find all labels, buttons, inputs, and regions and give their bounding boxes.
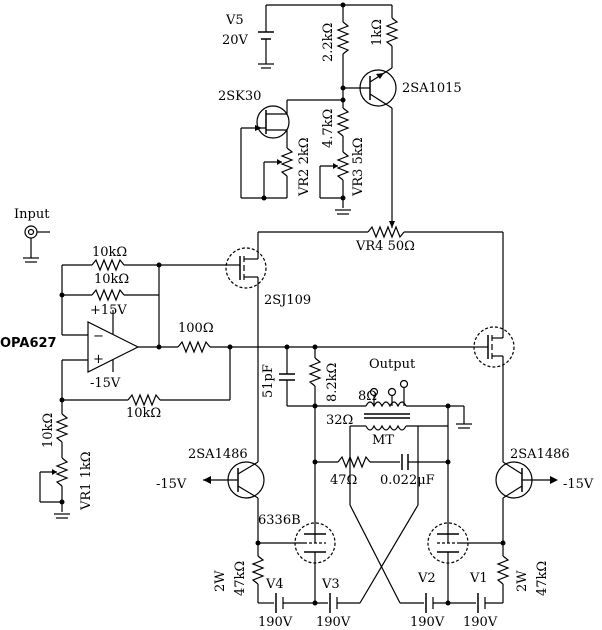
r-1k-label: 1kΩ	[370, 19, 385, 46]
q-2sk30-label: 2SK30	[218, 89, 261, 104]
v3-label: V3	[321, 577, 340, 592]
vr2-label: VR2 2kΩ	[297, 137, 312, 197]
tap-8-label: 8Ω	[358, 389, 377, 404]
resistor-47k-right	[496, 543, 510, 603]
minus15-left-label: -15V	[156, 477, 187, 492]
v4-label: V4	[265, 577, 284, 592]
r-10k-bias-label: 10kΩ	[41, 413, 56, 448]
battery-v4	[275, 593, 284, 613]
input-label: Input	[14, 207, 50, 222]
vr3-label: VR3 5kΩ	[351, 137, 366, 197]
r-2-2k-label: 2.2kΩ	[321, 23, 336, 62]
resistor-10k-feedback-top	[62, 258, 226, 272]
r-100-label: 100Ω	[178, 321, 214, 336]
battery-v3	[329, 593, 338, 613]
resistor-47	[315, 455, 400, 469]
resistor-100	[177, 340, 472, 354]
v1-label: V1	[469, 571, 488, 586]
q-2sa1015-label: 2SA1015	[402, 81, 462, 96]
resistor-47k-left	[251, 543, 265, 603]
r-10k-fb-label: 10kΩ	[94, 272, 129, 287]
opamp-opa627: − +	[87, 310, 178, 373]
capacitor-0-022uf	[401, 454, 448, 470]
vr1-potentiometer	[39, 457, 70, 519]
r-47k-right-label: 47kΩ	[535, 561, 550, 596]
battery-v1	[477, 593, 486, 613]
transistor-2sa1486-right	[495, 461, 558, 543]
q-2sa1486-left-label: 2SA1486	[188, 447, 248, 462]
v2-voltage: 190V	[410, 615, 445, 630]
mt-label: MT	[372, 433, 394, 448]
v3-voltage: 190V	[316, 615, 351, 630]
resistor-8-2k	[308, 347, 322, 406]
v4-voltage: 190V	[258, 615, 293, 630]
vr1-label: VR1 1kΩ	[79, 451, 94, 511]
c-51pf-label: 51pF	[261, 364, 276, 398]
resistor-1k	[385, 5, 399, 68]
r-4-7k-label: 4.7kΩ	[321, 109, 336, 148]
tube-6336b-right	[427, 522, 503, 603]
r-2w-right-label: 2W	[515, 570, 530, 592]
svg-text:−: −	[93, 329, 104, 344]
capacitor-51pf	[279, 347, 295, 406]
c-0-022uf-label: 0.022μF	[380, 473, 435, 488]
resistor-10k-bias	[55, 400, 69, 458]
r-47k-left-label: 47kΩ	[233, 561, 248, 596]
plus15-label: +15V	[90, 303, 127, 318]
q-2sj109-label: 2SJ109	[264, 293, 311, 308]
svg-text:+: +	[93, 352, 104, 367]
fet-2sj109-left	[225, 232, 267, 462]
resistor-10k-feedback-2	[62, 265, 160, 302]
resistor-10k-feedback-bottom	[62, 347, 231, 407]
v2-label: V2	[417, 571, 436, 586]
output-transformer	[350, 379, 472, 431]
v5-label: V5	[225, 13, 244, 28]
vr4-potentiometer	[258, 221, 503, 239]
r-10k-top-label: 10kΩ	[92, 245, 127, 260]
resistor-2-2k	[336, 5, 350, 88]
ground-symbol	[335, 209, 351, 215]
minus15-right-label: -15V	[563, 477, 594, 492]
fet-2sk30	[240, 99, 343, 198]
input-jack[interactable]	[23, 225, 50, 263]
output-label: Output	[369, 357, 416, 372]
v1-voltage: 190V	[463, 615, 498, 630]
opamp-label: OPA627	[0, 336, 57, 351]
v5-battery	[258, 5, 274, 69]
transistor-2sa1015	[343, 67, 397, 228]
vr4-label: VR4 50Ω	[355, 239, 415, 254]
tube-6336b-left	[258, 522, 336, 603]
fet-2sj109-right	[472, 232, 515, 462]
minus15-opamp-label: -15V	[90, 376, 121, 391]
r-2w-left-label: 2W	[213, 570, 228, 592]
r-8-2k-label: 8.2kΩ	[325, 363, 340, 402]
tap-32-label: 32Ω	[326, 413, 353, 428]
q-2sa1486-right-label: 2SA1486	[510, 447, 570, 462]
r-47-label: 47Ω	[330, 473, 357, 488]
transistor-2sa1486-left	[203, 461, 265, 543]
battery-v2	[425, 593, 434, 613]
tube-label: 6336B	[258, 513, 301, 528]
vr2-potentiometer	[241, 147, 294, 199]
r-10k-bottom-label: 10kΩ	[126, 406, 161, 421]
v5-voltage: 20V	[222, 33, 249, 48]
vr3-potentiometer	[319, 151, 350, 208]
